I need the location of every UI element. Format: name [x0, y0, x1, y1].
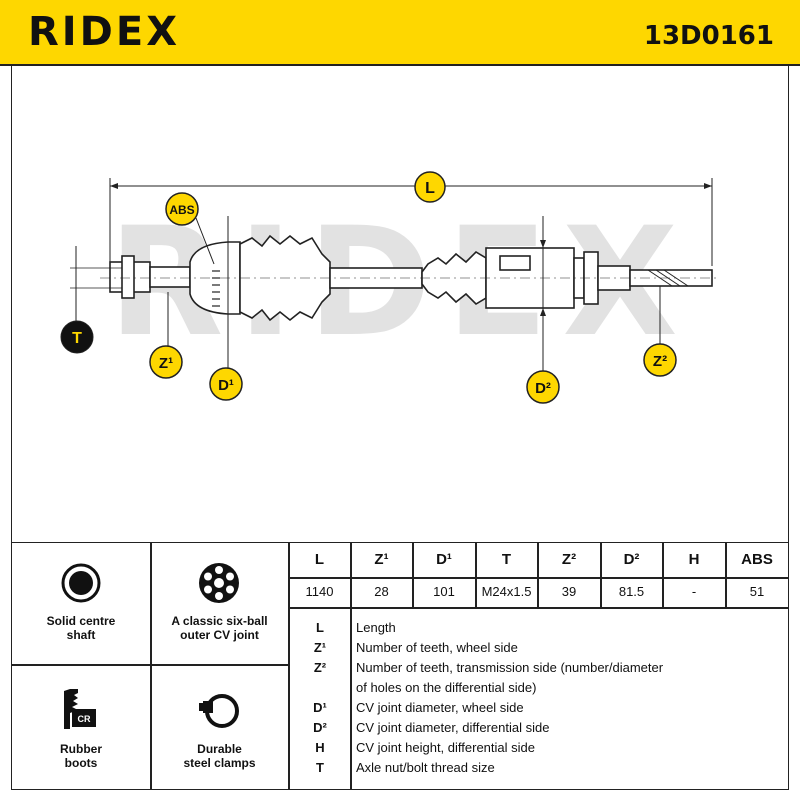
solid-shaft-icon	[61, 563, 101, 603]
legend-key: Z²	[313, 660, 327, 675]
header-bar: RIDEX 13D0161	[0, 0, 800, 66]
spec-value-Z1: 28	[374, 584, 389, 599]
legend-text: CV joint diameter, wheel side	[356, 700, 524, 715]
brand-logo: RIDEX	[28, 9, 181, 55]
feature-rubber-boots: CR Rubber boots	[12, 665, 150, 789]
spec-header-H: H	[688, 551, 700, 568]
spec-value-L: 1140	[305, 584, 334, 599]
legend-key: D²	[313, 720, 327, 735]
info-panel: Solid centre shaft A classic six-ball ou…	[11, 542, 789, 790]
feature-six-ball-joint: A classic six-ball outer CV joint	[151, 543, 288, 664]
spec-header-Z1: Z¹	[374, 551, 389, 568]
svg-text:L: L	[425, 180, 435, 197]
legend-key: D¹	[313, 700, 327, 715]
svg-text:ABS: ABS	[169, 203, 194, 217]
legend-key: L	[316, 620, 324, 635]
spec-value-D1: 101	[433, 584, 455, 599]
six-ball-joint-icon	[199, 563, 239, 603]
legend-text: CV joint diameter, differential side	[356, 720, 550, 735]
part-number: 13D0161	[643, 21, 774, 51]
badge-Z1: Z¹	[149, 345, 183, 379]
spec-header-D1: D¹	[436, 551, 452, 568]
badge-L: L	[414, 171, 446, 203]
spec-header-L: L	[314, 551, 325, 568]
abs-ring	[212, 270, 220, 307]
svg-text:CR: CR	[78, 714, 91, 724]
svg-text:D¹: D¹	[218, 377, 234, 394]
steel-clamp-icon	[199, 694, 239, 728]
spec-value-ABS: 51	[749, 584, 765, 599]
rubber-boot-icon: CR	[64, 689, 96, 729]
drive-shaft-diagram: RIDEX	[60, 171, 720, 404]
svg-text:T: T	[72, 330, 82, 347]
spec-header-T: T	[501, 551, 512, 568]
feature-steel-clamps: Durable steel clamps	[151, 665, 288, 789]
legend-key: T	[316, 760, 324, 775]
badge-Z2: Z²	[643, 343, 677, 377]
spec-header-Z2: Z²	[561, 551, 577, 568]
svg-text:D²: D²	[535, 380, 551, 397]
drawing-frame	[11, 66, 789, 542]
feature-solid-shaft: Solid centre shaft	[12, 543, 150, 664]
svg-text:Z²: Z²	[653, 353, 667, 370]
legend-key: H	[315, 740, 325, 755]
legend-text: Number of teeth, transmission side (numb…	[356, 660, 664, 675]
shaft-body	[109, 234, 713, 322]
badge-D2: D²	[526, 370, 560, 404]
spec-header-D2: D²	[623, 551, 640, 568]
badge-D1: D¹	[209, 367, 243, 401]
legend-text: of holes on the differential side)	[356, 680, 537, 695]
legend-text: Number of teeth, wheel side	[356, 640, 518, 655]
badge-T: T	[60, 320, 94, 354]
legend-key: Z¹	[313, 640, 327, 655]
spec-value-D2: 81.5	[618, 584, 645, 599]
spec-value-H: -	[691, 584, 697, 599]
spec-header-ABS: ABS	[741, 551, 773, 568]
spec-value-T: M24x1.5	[481, 584, 532, 599]
legend-text: CV joint height, differential side	[356, 740, 535, 755]
badge-ABS: ABS	[165, 192, 199, 226]
legend-text: Length	[356, 620, 396, 635]
spec-value-Z2: 39	[561, 584, 577, 599]
legend-text: Axle nut/bolt thread size	[356, 760, 495, 775]
svg-text:Z¹: Z¹	[159, 355, 173, 372]
